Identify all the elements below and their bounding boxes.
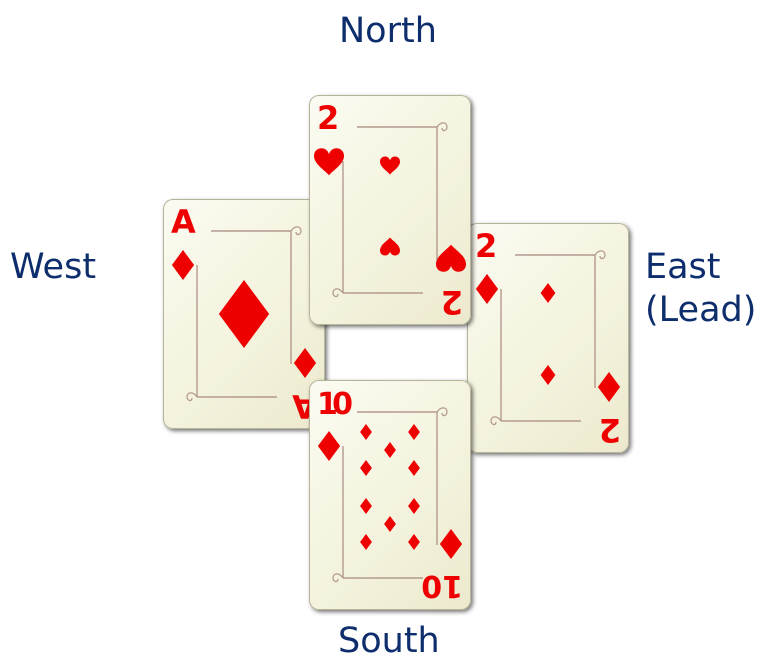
card-rank: 2 — [317, 99, 339, 137]
diamond-icon — [541, 283, 556, 303]
diamond-icon — [318, 431, 340, 461]
diamond-icon — [360, 424, 372, 440]
diamond-icon — [172, 250, 194, 280]
lead-indicator: (Lead) — [645, 289, 756, 332]
card-rank: 2 — [599, 411, 621, 449]
seat-label-east: East (Lead) — [645, 246, 756, 331]
card-rank: A — [171, 203, 196, 241]
diamond-icon — [219, 280, 269, 348]
seat-label-north: North — [339, 10, 437, 53]
diamond-icon — [408, 498, 420, 514]
diamond-icon — [476, 274, 498, 304]
card-rank: 10 — [317, 387, 353, 422]
played-card-south[interactable]: 10 10 — [309, 380, 471, 610]
diamond-icon — [384, 442, 396, 458]
seat-name-west: West — [10, 247, 96, 287]
diamond-icon — [360, 498, 372, 514]
seat-name-north: North — [339, 11, 437, 51]
heart-icon — [380, 238, 400, 256]
seat-label-west: West — [10, 246, 96, 289]
seat-name-south: South — [338, 621, 440, 661]
diamond-icon — [408, 424, 420, 440]
card-rank: 2 — [475, 227, 497, 265]
diamond-icon — [408, 460, 420, 476]
diamond-icon — [408, 534, 420, 550]
seat-name-east: East — [645, 246, 756, 289]
diamond-icon — [598, 372, 620, 402]
card-rank: 10 — [421, 568, 463, 603]
heart-icon — [380, 156, 400, 174]
seat-label-south: South — [338, 620, 440, 663]
card-rank: 2 — [441, 283, 463, 321]
diamond-icon — [541, 365, 556, 385]
heart-icon — [314, 148, 344, 175]
heart-icon — [436, 245, 466, 272]
diamond-icon — [440, 529, 462, 559]
diamond-icon — [360, 460, 372, 476]
diamond-icon — [384, 516, 396, 532]
diamond-icon — [294, 348, 316, 378]
diamond-icon — [360, 534, 372, 550]
